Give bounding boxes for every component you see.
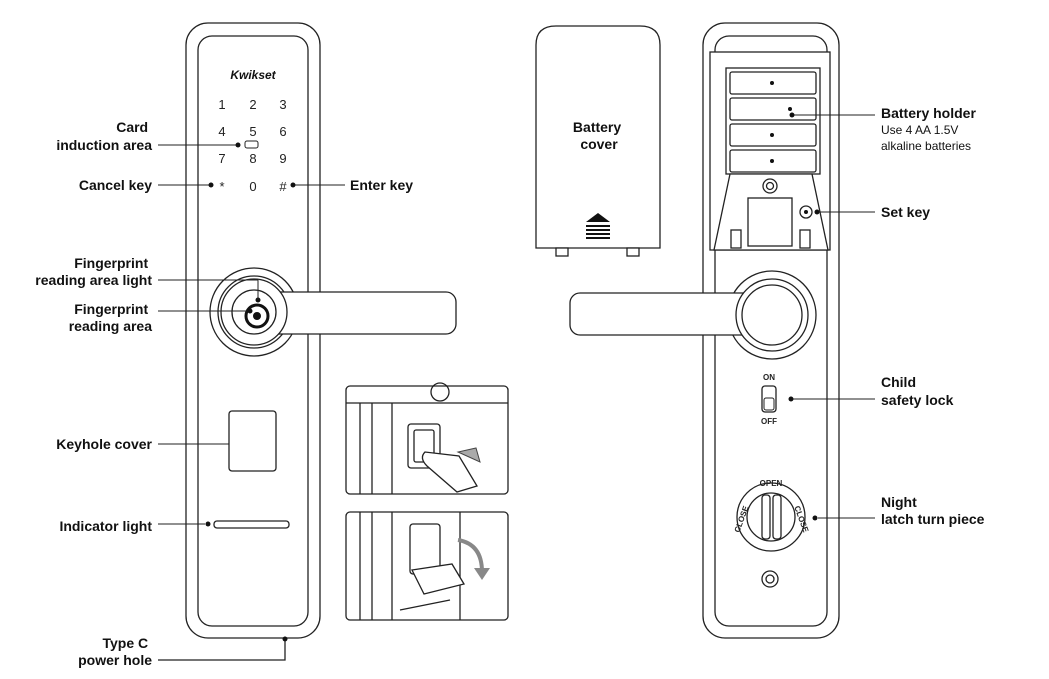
key-9[interactable]: 9 bbox=[279, 151, 286, 166]
key-0[interactable]: 0 bbox=[249, 179, 256, 194]
dial-open-text: OPEN bbox=[760, 479, 783, 488]
type-c-label: Type C power hole bbox=[78, 635, 152, 668]
battery-holder-label: Battery holder bbox=[881, 105, 976, 121]
key-star[interactable]: * bbox=[219, 179, 224, 194]
battery-holder bbox=[725, 67, 821, 175]
card-induction-label: Card induction area bbox=[56, 119, 152, 153]
key-6[interactable]: 6 bbox=[279, 124, 286, 139]
fingerprint-area-label: Fingerprint reading area bbox=[69, 301, 152, 334]
enter-key-label: Enter key bbox=[350, 177, 413, 193]
inset-open-keyhole-cover bbox=[345, 382, 509, 495]
inset-flip-keyhole-cover bbox=[345, 511, 509, 621]
key-2[interactable]: 2 bbox=[249, 97, 256, 112]
battery-cover-label: Battery cover bbox=[573, 119, 625, 152]
switch-off-text: OFF bbox=[761, 417, 777, 426]
key-3[interactable]: 3 bbox=[279, 97, 286, 112]
battery-cover[interactable] bbox=[535, 25, 661, 257]
eject-arrow-icon bbox=[586, 213, 610, 222]
battery-note: Use 4 AA 1.5V alkaline batteries bbox=[881, 123, 971, 153]
keyhole-cover[interactable] bbox=[228, 410, 277, 472]
key-4[interactable]: 4 bbox=[218, 124, 225, 139]
night-latch-label: Night latch turn piece bbox=[881, 494, 985, 527]
set-key-label: Set key bbox=[881, 204, 930, 220]
indicator-light-label: Indicator light bbox=[59, 518, 152, 534]
fingerprint-sensor-icon[interactable] bbox=[244, 303, 270, 329]
rotate-arrow-icon bbox=[457, 538, 484, 573]
push-arrow-icon bbox=[456, 447, 481, 463]
keypad: 1 2 3 4 5 6 7 8 9 * 0 # bbox=[218, 97, 287, 194]
keyhole-cover-label: Keyhole cover bbox=[56, 436, 152, 452]
indicator-light-bar bbox=[213, 520, 290, 529]
front-handle bbox=[209, 267, 457, 357]
key-5[interactable]: 5 bbox=[249, 124, 256, 139]
key-1[interactable]: 1 bbox=[218, 97, 225, 112]
back-handle bbox=[569, 270, 817, 360]
switch-on-text: ON bbox=[763, 373, 775, 382]
key-7[interactable]: 7 bbox=[218, 151, 225, 166]
card-reader-icon bbox=[244, 140, 259, 149]
key-hash[interactable]: # bbox=[279, 179, 287, 194]
fingerprint-light-label: Fingerprint reading area light bbox=[35, 255, 152, 288]
back-panel: ON OFF OPEN CLOSE CLOSE bbox=[569, 22, 840, 639]
cancel-key-label: Cancel key bbox=[79, 177, 152, 193]
key-8[interactable]: 8 bbox=[249, 151, 256, 166]
front-panel: Kwikset 1 2 3 4 5 6 7 8 9 * 0 # bbox=[185, 22, 457, 639]
child-lock-label: Child safety lock bbox=[881, 374, 954, 408]
brand-logo: Kwikset bbox=[230, 68, 276, 82]
